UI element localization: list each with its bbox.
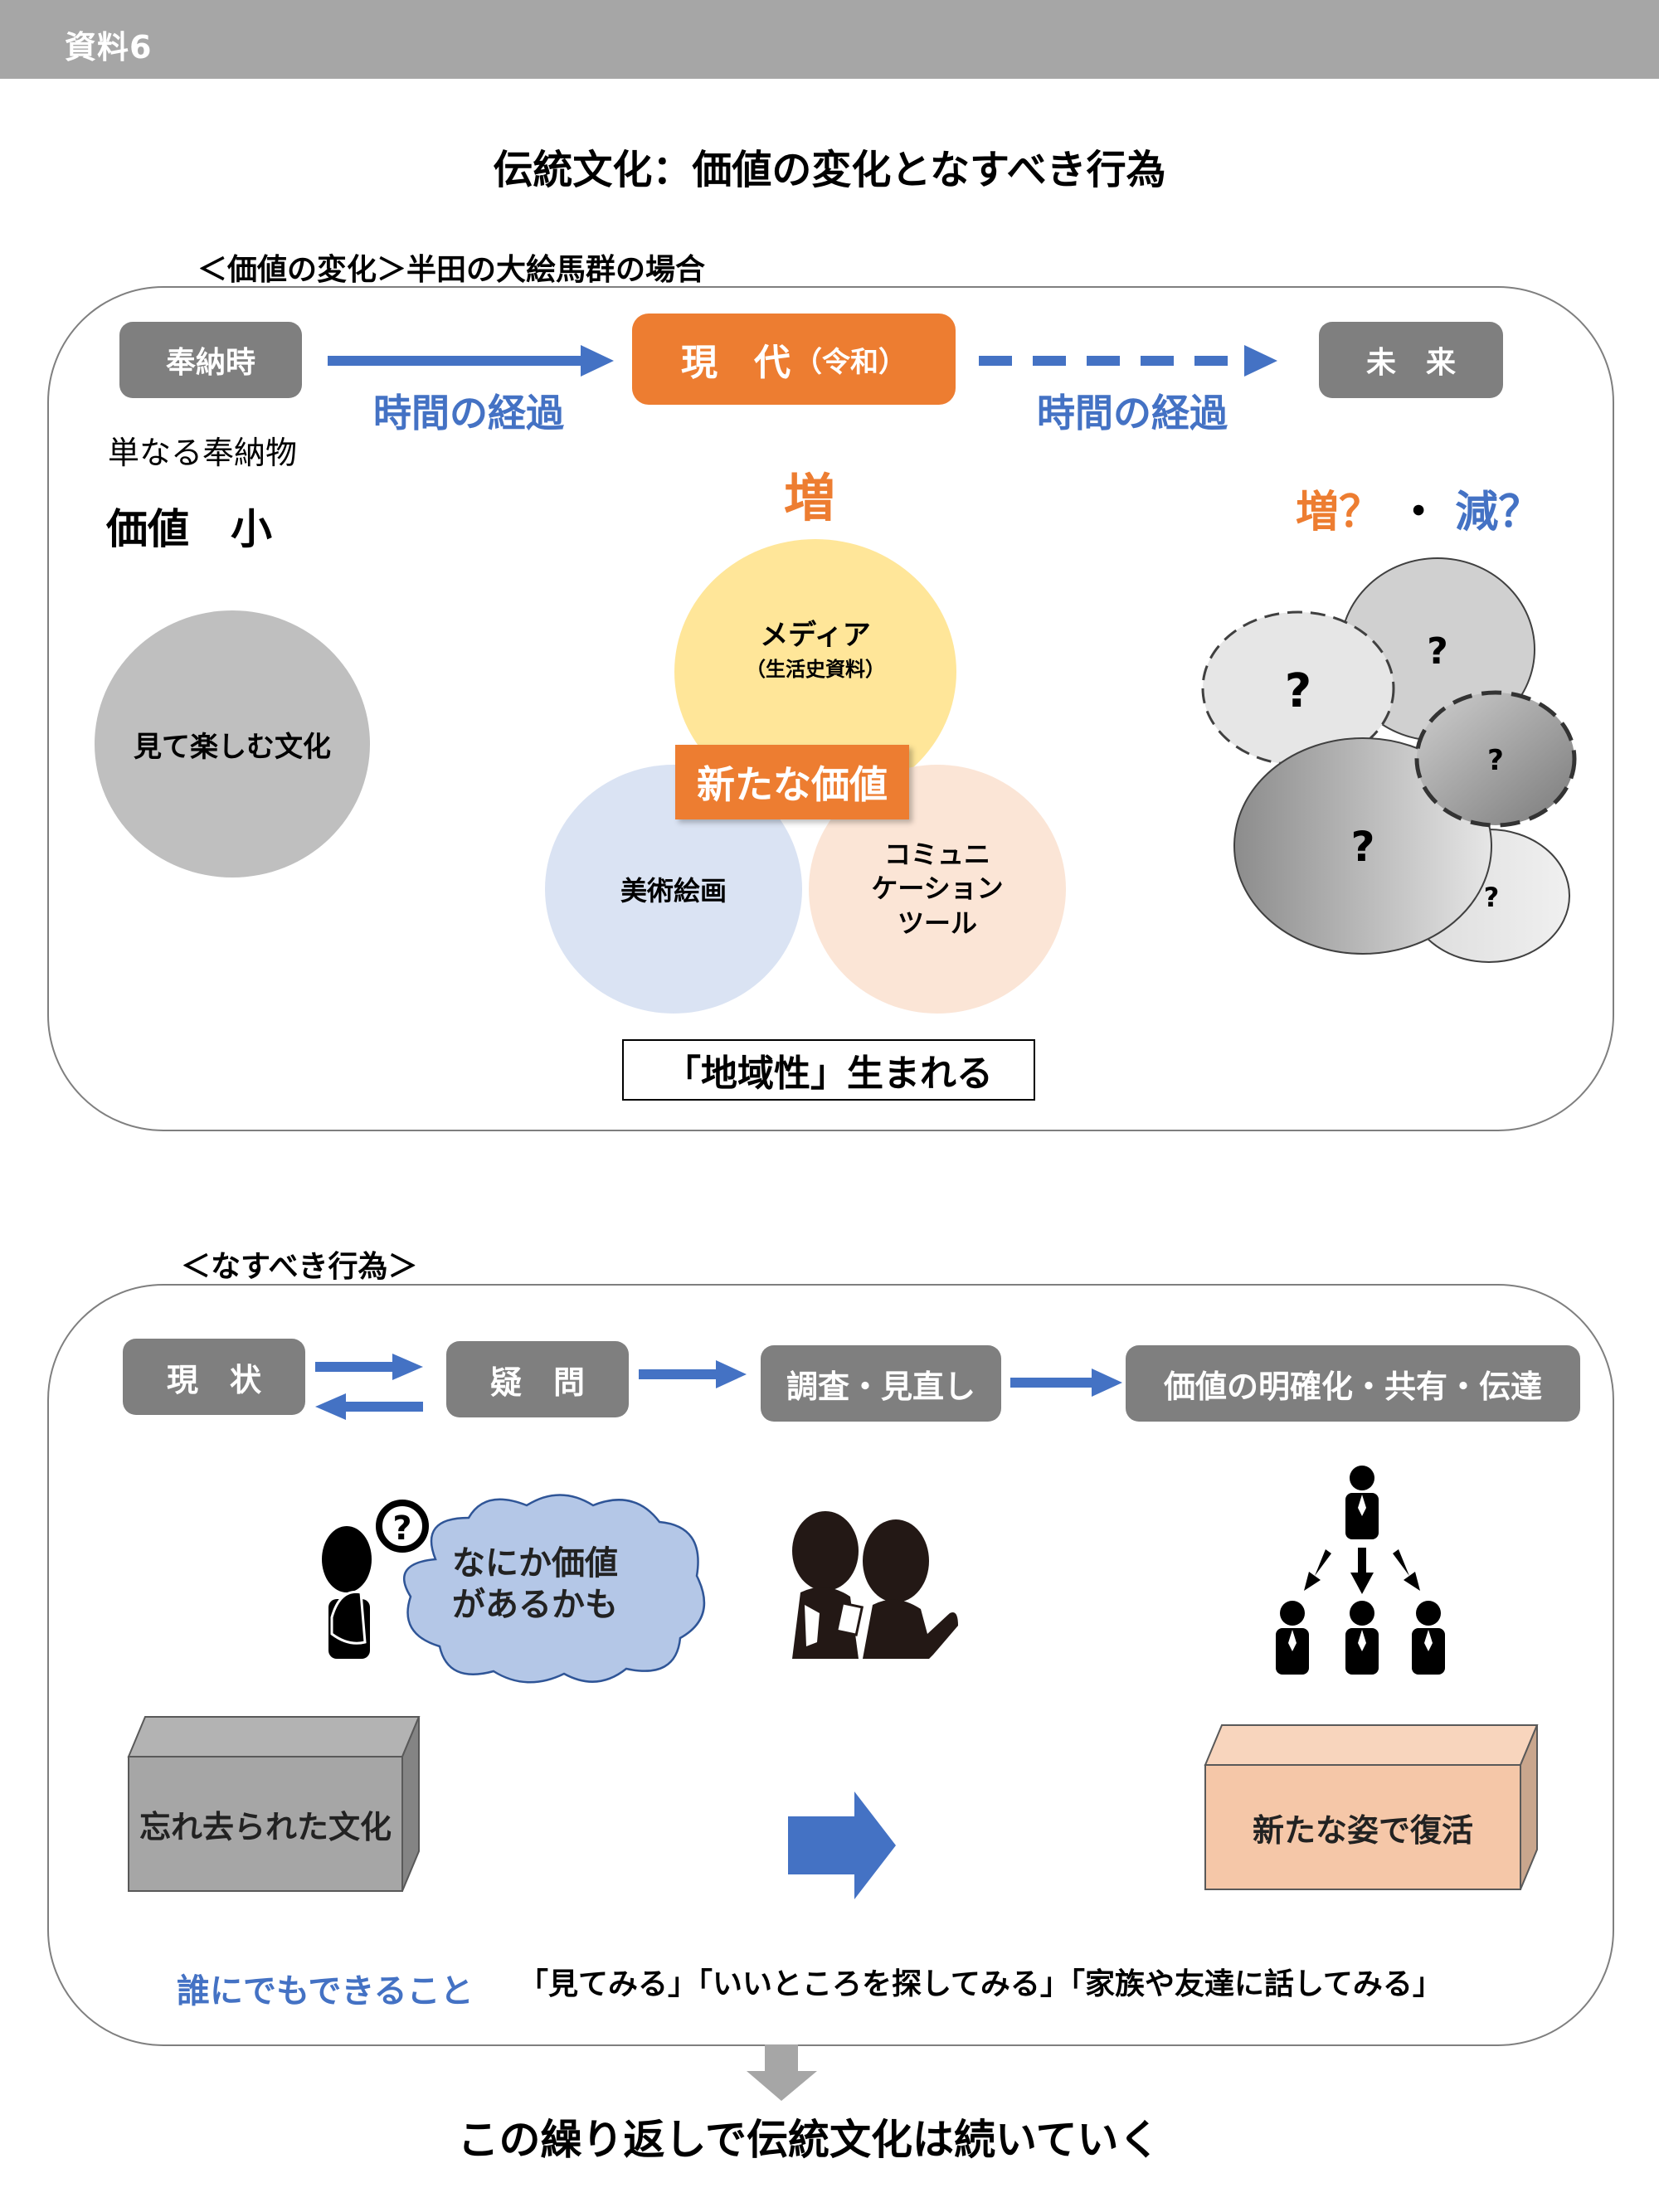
communication-label-line2: ケーション [871, 873, 1004, 905]
new-value-box: 新たな価値 [675, 745, 909, 819]
step-arrow-2 [1010, 1369, 1122, 1397]
arrow-shaft [315, 1362, 394, 1372]
transform-arrow-icon [788, 1791, 896, 1899]
step-box-investigate: 調査・見直し [761, 1345, 1001, 1422]
question-mark: ? [1285, 664, 1311, 718]
solid-arrow-1 [328, 345, 614, 377]
revived-culture-label: 新たな姿で復活 [1252, 1811, 1473, 1849]
step-box-current-state: 現 状 [123, 1339, 305, 1415]
thought-cloud [402, 1494, 706, 1684]
question-bubble-icon [376, 1500, 429, 1553]
thinking-person-icon: ? [322, 1500, 429, 1659]
box-top [127, 1716, 421, 1757]
arrow-shaft [344, 1402, 423, 1412]
actions-section-title: ＜なすべき行為＞ [181, 1250, 418, 1284]
future-uncertainty-label: 増？ ・ 減？ [1296, 477, 1541, 539]
step-label: 価値の明確化・共有・伝達 [1163, 1368, 1542, 1405]
media-sublabel: （生活史資料） [746, 658, 885, 681]
question-mark: ? [1487, 744, 1504, 777]
timeline-future-label: 未 来 [1365, 346, 1456, 380]
bidirectional-arrows [315, 1354, 423, 1420]
communication-label-line3: ツール [897, 907, 977, 939]
question-mark: ? [1427, 630, 1448, 673]
timeline-past-label: 奉納時 [165, 346, 255, 380]
block-arrow [788, 1791, 896, 1899]
arrow-head-right [392, 1354, 423, 1380]
future-circle-dashed-right [1414, 690, 1577, 828]
future-separator: ・ [1397, 488, 1441, 537]
thought-text: なにか価値 があるかも [452, 1543, 618, 1626]
past-value-label: 価値 小 [106, 505, 272, 553]
time-passage-label-2: 時間の経過 [1037, 391, 1228, 435]
cloud-shape [402, 1494, 706, 1684]
box-front [128, 1756, 403, 1892]
anyone-can-do-items: 「見てみる」「いいところを探してみる」「家族や友達に話してみる」 [518, 1960, 1443, 2003]
future-decrease-label: 減？ [1455, 488, 1542, 537]
time-passage-label-1: 時間の経過 [373, 391, 564, 435]
future-circle-dashed-left [1201, 610, 1395, 766]
future-increase-label: 増？ [1296, 488, 1383, 537]
regionality-box: 「地域性」生まれる [622, 1039, 1035, 1101]
down-arrow-icon [747, 2044, 817, 2101]
step-label: 疑 問 [489, 1364, 585, 1401]
investigating-people-icon [792, 1511, 958, 1659]
action-item: 「いいところを探してみる」 [698, 1967, 1070, 2001]
step-label: 現 状 [166, 1361, 261, 1398]
present-increase-label: 増 [784, 468, 836, 528]
step-arrow-1 [639, 1360, 747, 1388]
timeline-past-box: 奉納時 [119, 322, 302, 398]
box-top [1204, 1724, 1539, 1766]
arrow-shaft [1010, 1378, 1093, 1388]
question-mark: ? [1484, 882, 1500, 913]
document-label: 資料6 [65, 29, 153, 66]
media-label: メディア [760, 619, 871, 652]
thought-line-2: があるかも [452, 1586, 618, 1624]
timeline-present-label: 現 代 [681, 342, 791, 384]
anyone-can-do-label: 誰にでもできること [177, 1972, 474, 2010]
future-uncertain-circles: ? ? ? ? ? [1201, 557, 1577, 963]
box-front [1204, 1764, 1521, 1890]
timeline-present-box: 現 代 （令和） [632, 314, 956, 405]
past-culture-circle: 見て楽しむ文化 [95, 610, 370, 878]
svg-text:?: ? [392, 1510, 411, 1548]
dashed-arrow-2 [979, 345, 1277, 377]
arrow-head [1092, 1369, 1122, 1397]
step-label: 調査・見直し [786, 1368, 975, 1405]
conclusion-text: この繰り返しで伝統文化は続いていく [457, 2116, 1160, 2164]
regionality-label: 「地域性」生まれる [664, 1053, 993, 1095]
header-bar [0, 0, 1659, 79]
page-title: 伝統文化：価値の変化となすべき行為 [493, 147, 1166, 193]
forgotten-culture-label: 忘れ去られた文化 [139, 1808, 392, 1845]
question-mark: ? [1350, 823, 1374, 871]
arrow-shaft [639, 1369, 718, 1379]
arrow-head [581, 345, 614, 377]
arrow-shaft [328, 356, 585, 366]
fine-art-label: 美術絵画 [620, 875, 727, 907]
timeline-present-era: （令和） [794, 345, 907, 379]
step-box-question: 疑 問 [446, 1341, 629, 1417]
arrow-head-left [315, 1393, 346, 1420]
forgotten-culture-box [127, 1716, 421, 1892]
thought-line-1: なにか価値 [452, 1544, 618, 1582]
new-value-label: 新たな価値 [697, 762, 888, 807]
past-description: 単なる奉納物 [108, 435, 298, 471]
timeline-future-box: 未 来 [1319, 322, 1503, 398]
action-item: 「見てみる」 [518, 1967, 698, 2001]
arrow-head [1244, 345, 1277, 377]
step-box-clarify-share: 価値の明確化・共有・伝達 [1126, 1345, 1580, 1422]
arrow-head [716, 1360, 747, 1388]
communication-label-line1: コミュニ [883, 838, 990, 870]
action-item: 「家族や友達に話してみる」 [1069, 1967, 1443, 2001]
past-circle-label: 見て楽しむ文化 [134, 730, 331, 764]
value-change-section-title: ＜価値の変化＞半田の大絵馬群の場合 [197, 253, 706, 287]
revived-culture-box [1204, 1724, 1539, 1890]
share-hierarchy-icon [1276, 1466, 1445, 1675]
